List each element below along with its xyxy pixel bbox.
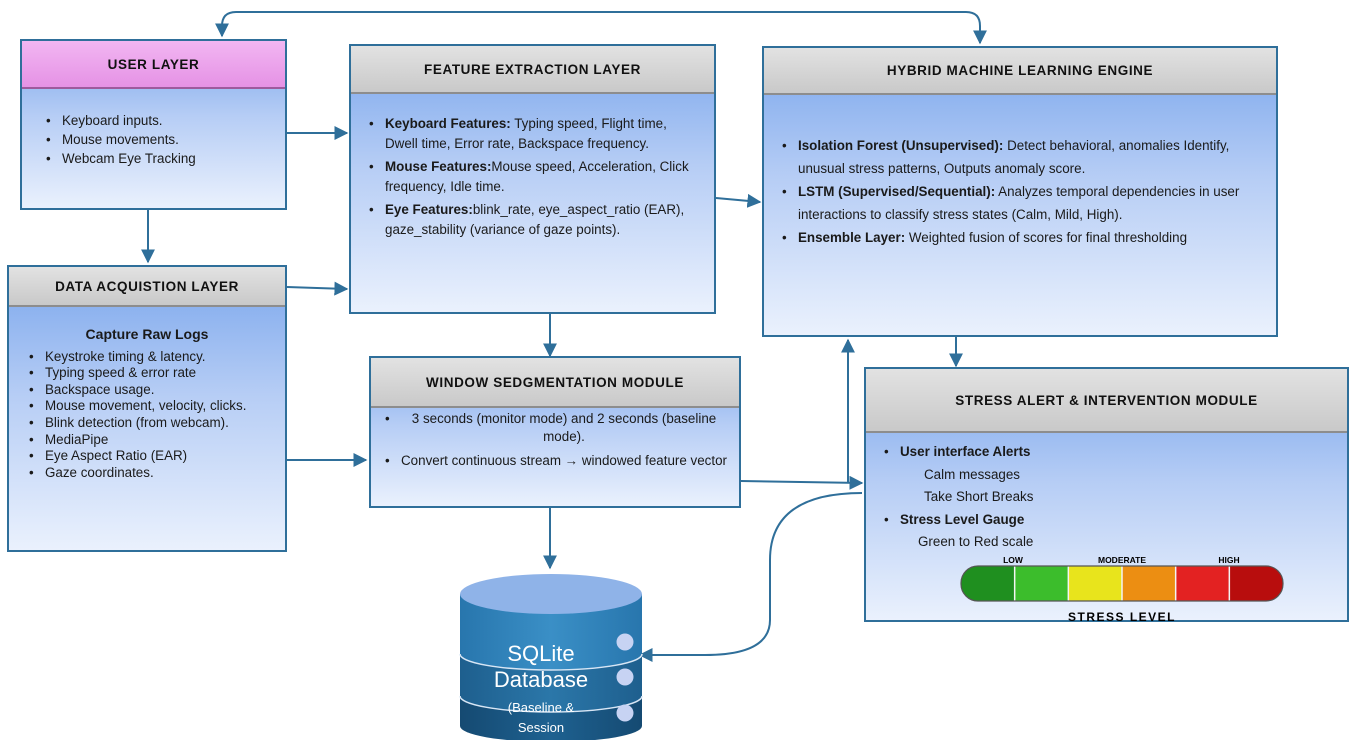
gauge-segment	[1122, 566, 1177, 601]
list-item: Stress Level Gauge	[884, 509, 1347, 532]
ml-engine-title: HYBRID MACHINE LEARNING ENGINE	[764, 48, 1276, 95]
stress-alert-title: STRESS ALERT & INTERVENTION MODULE	[866, 369, 1347, 433]
list-item: Take Short Breaks	[924, 489, 1034, 504]
list-item: Keyboard Features: Typing speed, Flight …	[369, 114, 700, 153]
feature-extraction-title: FEATURE EXTRACTION LAYER	[351, 46, 714, 94]
list-item: Backspace usage.	[29, 382, 275, 399]
data-acquisition-title: DATA ACQUISTION LAYER	[9, 267, 285, 307]
list-item: Webcam Eye Tracking	[46, 149, 285, 168]
gauge-label: Stress Level Gauge	[900, 511, 1025, 527]
gauge-moderate-label: MODERATE	[1098, 555, 1146, 565]
list-item: Mouse Features:Mouse speed, Acceleration…	[369, 157, 700, 196]
list-item: MediaPipe	[29, 432, 275, 449]
list-item: Mouse movements.	[46, 130, 285, 149]
list-item: Convert continuous stream → windowed fea…	[385, 452, 727, 470]
gauge-caption: STRESS LEVEL	[1068, 610, 1176, 624]
data-acquisition-box: DATA ACQUISTION LAYER Capture Raw Logs K…	[7, 265, 287, 552]
list-item: 3 seconds (monitor mode) and 2 seconds (…	[385, 410, 727, 446]
arrow-stress-to-database	[638, 492, 863, 662]
list-item: Blink detection (from webcam).	[29, 415, 275, 432]
database-title-line1: SQLite	[507, 641, 574, 666]
list-item: Ensemble Layer: Weighted fusion of score…	[782, 226, 1264, 249]
arrow-window-to-stress	[740, 475, 864, 490]
list-item: Keystroke timing & latency.	[29, 349, 275, 366]
user-layer-box: USER LAYER Keyboard inputs. Mouse moveme…	[20, 39, 287, 210]
database-desc-line1: (Baseline &	[508, 700, 575, 715]
gauge-low-label: LOW	[1003, 555, 1024, 565]
list-item: Eye Features:blink_rate, eye_aspect_rati…	[369, 200, 700, 239]
window-segmentation-title: WINDOW SEDGMENTATION MODULE	[371, 358, 739, 408]
arrow-features-to-ml	[715, 193, 762, 208]
gauge-segment	[1068, 566, 1123, 601]
window-segmentation-box: WINDOW SEDGMENTATION MODULE 3 seconds (m…	[369, 356, 741, 508]
database-desc-line2: Session	[518, 720, 564, 735]
gauge-high-label: HIGH	[1218, 555, 1239, 565]
list-item: Keyboard inputs.	[46, 111, 285, 130]
list-item: Eye Aspect Ratio (EAR)	[29, 448, 275, 465]
gauge-description: Green to Red scale	[918, 534, 1034, 549]
ui-alerts-label: User interface Alerts	[900, 444, 1031, 459]
sqlite-database: SQLite Database (Baseline & Session	[459, 574, 643, 740]
database-indicator-dot	[616, 668, 634, 686]
database-indicator-dot	[616, 633, 634, 651]
arrow-top-loop-ml-engine	[700, 11, 987, 45]
list-item: Calm messages	[924, 466, 1020, 482]
database-indicator-dot	[616, 704, 634, 722]
list-item: Typing speed & error rate	[29, 365, 275, 382]
stress-level-gauge: LOW MODERATE HIGH STRESS LEVEL	[960, 555, 1284, 624]
data-acquisition-subtitle: Capture Raw Logs	[85, 326, 209, 342]
list-item: Gaze coordinates.	[29, 465, 275, 482]
gauge-segment	[961, 566, 1016, 601]
list-item: Isolation Forest (Unsupervised): Detect …	[782, 134, 1264, 180]
arrow-acquisition-to-features	[286, 281, 349, 296]
list-item: User interface Alerts	[884, 441, 1347, 464]
list-item: Mouse movement, velocity, clicks.	[29, 398, 275, 415]
gauge-segment	[1014, 566, 1069, 601]
ml-engine-box: HYBRID MACHINE LEARNING ENGINE Isolation…	[762, 46, 1278, 337]
feature-extraction-box: FEATURE EXTRACTION LAYER Keyboard Featur…	[349, 44, 716, 314]
user-layer-title: USER LAYER	[22, 41, 285, 89]
gauge-segment	[1175, 566, 1230, 601]
arrow-top-loop-user-layer	[215, 11, 700, 38]
gauge-segment	[1229, 566, 1283, 601]
list-item: LSTM (Supervised/Sequential): Analyzes t…	[782, 180, 1264, 226]
database-title-line2: Database	[494, 667, 588, 692]
